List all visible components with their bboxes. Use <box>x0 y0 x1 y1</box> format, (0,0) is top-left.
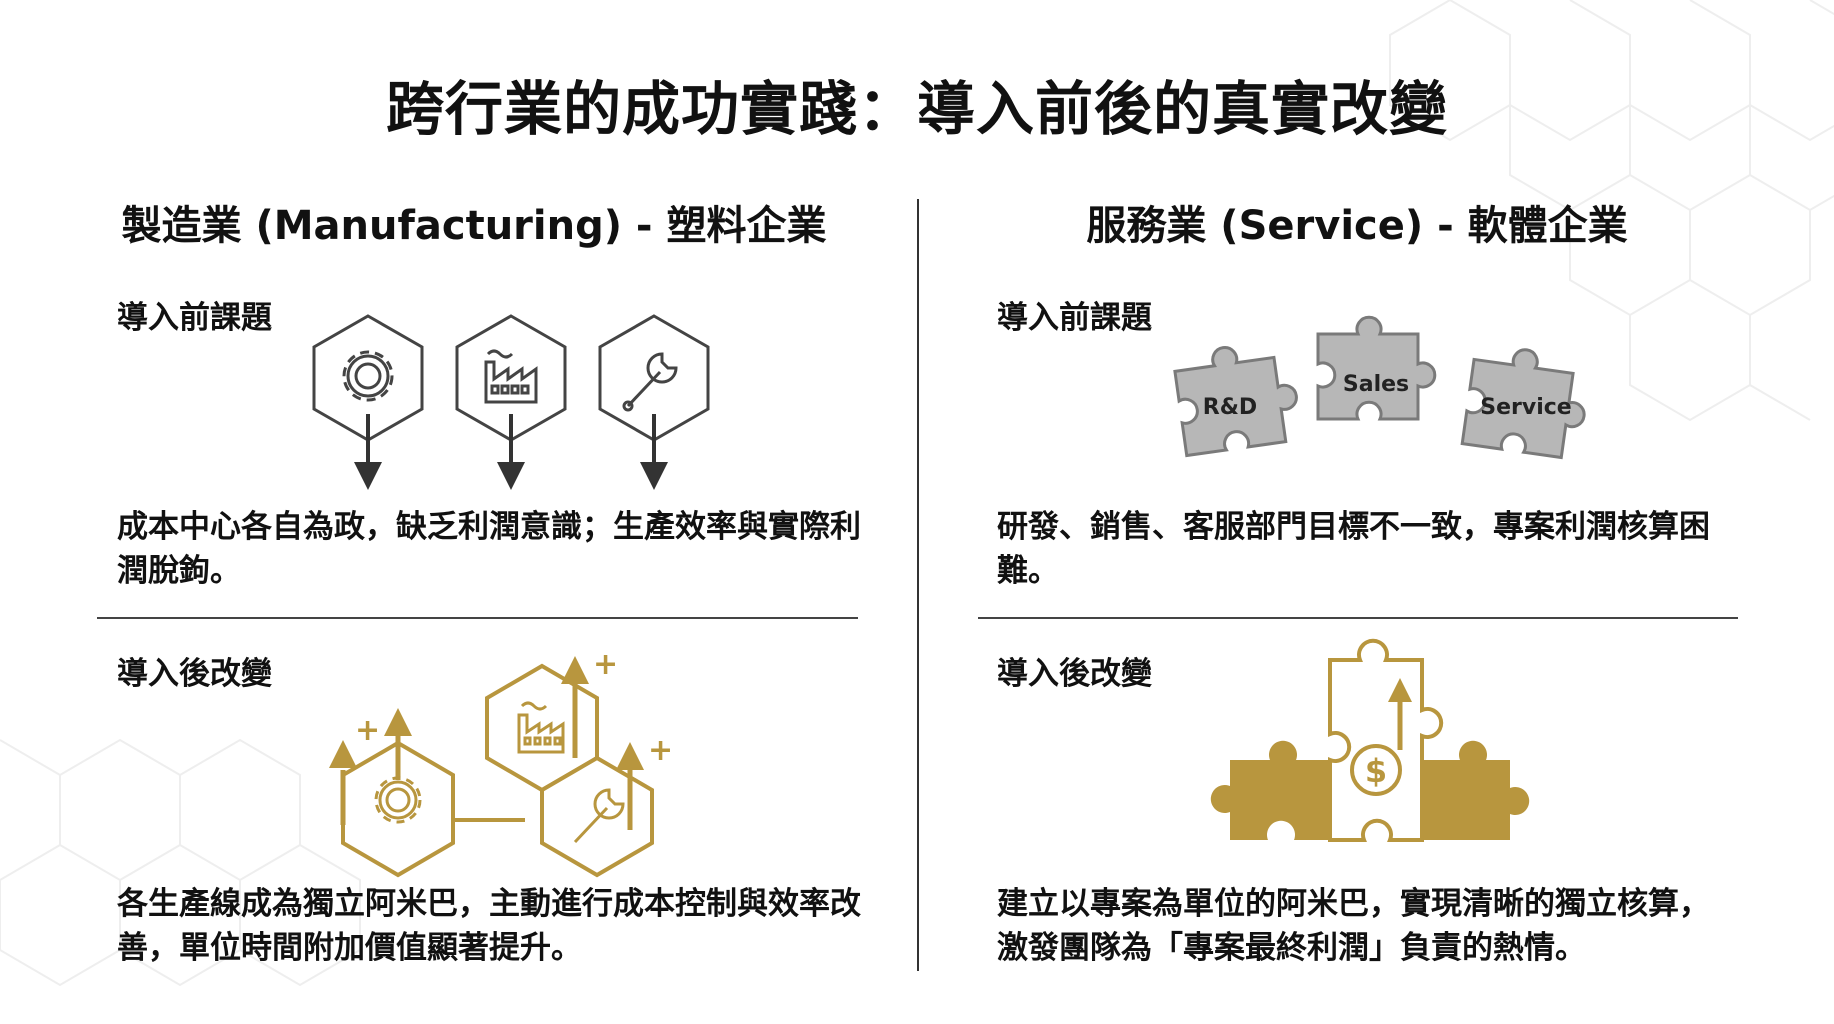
wrench-icon <box>622 352 678 412</box>
before-puzzles-service: R&D Sales Service <box>1171 315 1594 462</box>
after-puzzle-illustration-service: $ <box>1210 638 1530 842</box>
puzzle-label-service: Service <box>1480 395 1571 420</box>
left-after-text: 各生產線成為獨立阿米巴，主動進行成本控制與效率改善，單位時間附加價值顯著提升。 <box>117 886 861 966</box>
right-before-label: 導入前課題 <box>997 300 1152 336</box>
page-title: 跨行業的成功實踐：導入前後的真實改變 <box>385 75 1448 143</box>
left-after-label: 導入後改變 <box>117 656 272 692</box>
puzzle-label-sales: Sales <box>1343 372 1409 397</box>
plus-sign: + <box>593 647 618 682</box>
puzzle-piece-center <box>1328 638 1444 842</box>
plus-sign: + <box>648 733 673 768</box>
dollar-coin-icon <box>1350 744 1402 796</box>
service-heading: 服務業 (Service) - 軟體企業 <box>1086 203 1628 249</box>
left-before-label: 導入前課題 <box>117 300 272 336</box>
plus-sign: + <box>355 713 380 748</box>
puzzle-label-rd: R&D <box>1203 395 1257 420</box>
left-before-text: 成本中心各自為政，缺乏利潤意識；生產效率與實際利潤脫鉤。 <box>117 509 861 589</box>
right-horizontal-divider <box>978 617 1738 619</box>
up-arrows <box>329 656 644 830</box>
before-icons-manufacturing <box>312 314 710 490</box>
left-horizontal-divider <box>97 617 858 619</box>
vertical-divider <box>917 199 919 971</box>
up-arrow-icon <box>1388 678 1412 750</box>
down-arrows <box>354 414 668 490</box>
manufacturing-heading: 製造業 (Manufacturing) - 塑料企業 <box>121 203 827 249</box>
gear-icon <box>342 350 394 402</box>
puzzle-piece-right <box>1422 740 1530 840</box>
right-before-text: 研發、銷售、客服部門目標不一致，專案利潤核算困難。 <box>997 509 1710 589</box>
factory-icon <box>484 349 538 404</box>
dollar-sign: $ <box>1365 752 1387 790</box>
puzzle-piece-left <box>1210 740 1330 840</box>
right-after-text: 建立以專案為單位的阿米巴，實現清晰的獨立核算，激發團隊為「專案最終利潤」負責的熱… <box>997 886 1710 966</box>
puzzle-sales <box>1316 315 1437 421</box>
after-illustration-manufacturing: + + + <box>329 647 673 878</box>
right-after-label: 導入後改變 <box>997 656 1152 692</box>
